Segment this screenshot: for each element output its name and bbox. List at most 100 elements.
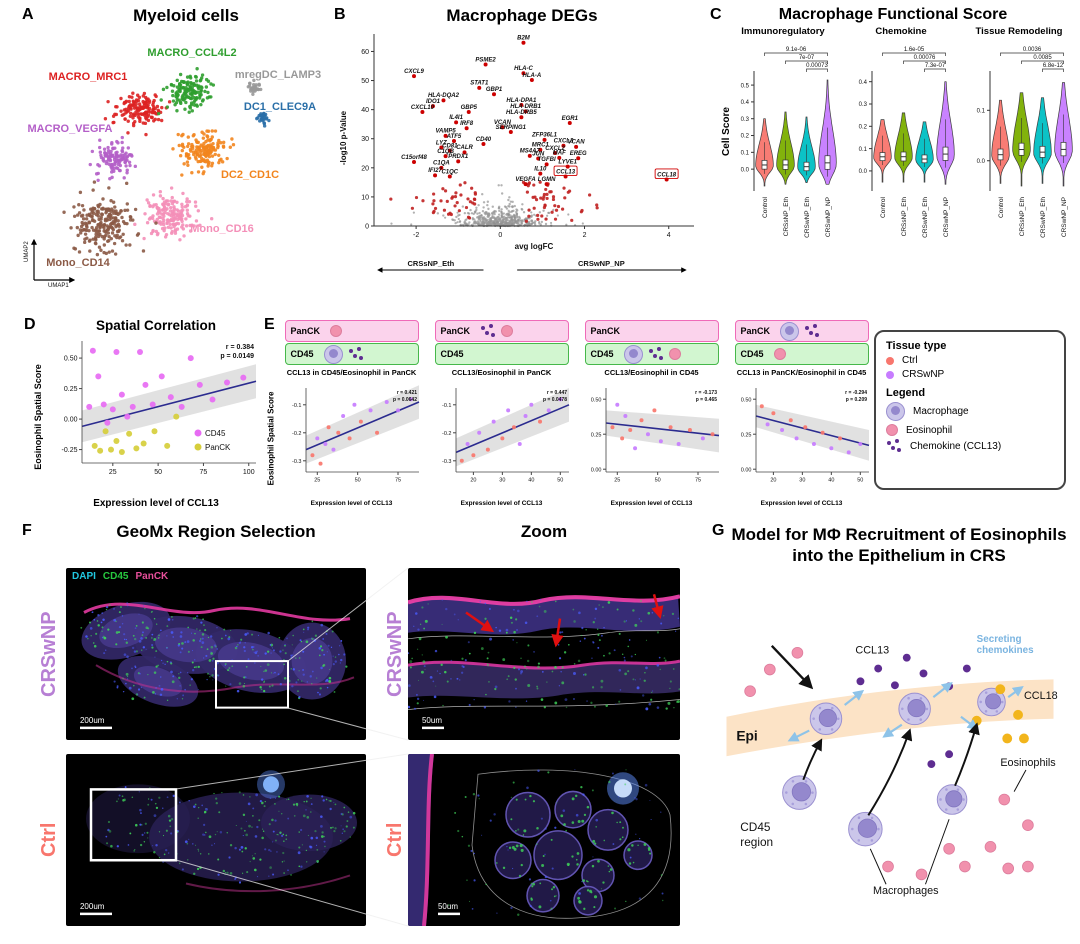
svg-text:Mono_CD14: Mono_CD14 (46, 257, 110, 269)
svg-text:HLA-DPA1: HLA-DPA1 (506, 98, 537, 104)
svg-text:DC2_CD1C: DC2_CD1C (221, 169, 279, 181)
svg-text:IL10: IL10 (534, 166, 547, 172)
svg-text:20: 20 (470, 478, 476, 484)
svg-text:C15orf48: C15orf48 (401, 155, 427, 161)
crswnp-dot (886, 370, 894, 379)
svg-text:0.0036: 0.0036 (1023, 47, 1042, 53)
svg-text:0.2: 0.2 (859, 125, 868, 131)
svg-text:r = 0.384: r = 0.384 (226, 344, 254, 351)
svg-text:MRC1: MRC1 (532, 143, 550, 149)
svg-text:CRSsNP_Eth: CRSsNP_Eth (407, 259, 454, 268)
microscopy-crswnp-overview: DAPI CD45 PanCK 200um (66, 568, 366, 740)
tissue-type-legend: Tissue type Ctrl CRSwNP Legend Macrophag… (874, 330, 1066, 490)
panck-band-label: PanCK (290, 326, 321, 336)
panel-e-letter: E (264, 316, 275, 333)
svg-text:20: 20 (361, 165, 369, 172)
svg-text:Macrophages: Macrophages (873, 885, 939, 897)
microscopy-image: 50um (408, 754, 672, 926)
svg-text:MACRO_VEGFA: MACRO_VEGFA (28, 123, 113, 135)
cd45-band-label: CD45 (590, 349, 614, 359)
row-label-ctrl: Ctrl (38, 822, 60, 858)
svg-text:GBP1: GBP1 (486, 87, 503, 93)
svg-text:PRDX1: PRDX1 (448, 154, 469, 160)
panel-d-letter: D (24, 316, 36, 333)
svg-text:LGMN: LGMN (538, 177, 556, 183)
svg-text:0: 0 (365, 224, 369, 231)
svg-text:C1QC: C1QC (441, 169, 458, 175)
row-label-ctrl-zoom: Ctrl (384, 822, 406, 858)
svg-text:CCL13: CCL13 (855, 644, 889, 656)
svg-text:0.50: 0.50 (741, 397, 752, 403)
ctrl-dot (886, 356, 894, 365)
microscopy-image: 200um (80, 601, 355, 730)
panel-e-spatial-subplots: E Eosinophil Spatial Score PanCK CD45 CC… (264, 316, 870, 518)
svg-text:B2M: B2M (517, 36, 531, 42)
svg-text:0.1: 0.1 (741, 151, 750, 157)
x-axis-label: Expression level of CCL13 (460, 500, 543, 507)
panck-band-label: PanCK (740, 326, 771, 336)
e-subplot-title: CCL13/Eosinophil in CD45 (604, 368, 699, 377)
svg-text:0.0: 0.0 (977, 159, 986, 165)
svg-text:25: 25 (314, 478, 320, 484)
svg-text:JUN: JUN (532, 151, 545, 157)
svg-text:SERPING1: SERPING1 (496, 125, 527, 131)
svg-text:10: 10 (361, 194, 369, 201)
svg-text:25: 25 (109, 469, 117, 476)
panel-d-title: Spatial Correlation (95, 318, 217, 333)
violin-title: Tissue Remodeling (975, 26, 1063, 37)
chemokine-icon (886, 439, 902, 453)
panck-band-label: PanCK (440, 326, 471, 336)
svg-text:0.00: 0.00 (64, 417, 78, 424)
svg-text:Mono_CD16: Mono_CD16 (190, 223, 254, 235)
svg-text:0.50: 0.50 (591, 397, 602, 403)
svg-text:r = 0.421: r = 0.421 (397, 390, 417, 396)
svg-text:IFI27: IFI27 (428, 168, 442, 174)
svg-text:TGFBI: TGFBI (538, 157, 556, 163)
y-axis-label: Eosinophil Spatial Score (33, 364, 43, 470)
svg-text:-2: -2 (413, 232, 419, 239)
microscopy-image: 50um (408, 593, 680, 730)
svg-text:50: 50 (557, 478, 563, 484)
svg-text:-0.1: -0.1 (442, 403, 451, 409)
cd45-band-label: CD45 (740, 349, 764, 359)
panel-c-letter: C (710, 6, 722, 23)
e-subplot-4: PanCK CD45 CCL13 in PanCK/Eosinophil in … (728, 320, 875, 507)
svg-text:r = -0.294: r = -0.294 (845, 390, 867, 396)
svg-text:VCAN: VCAN (568, 140, 586, 146)
legend-item-eosinophil: Eosinophil (886, 424, 1054, 436)
svg-text:CRSsNP_Eth: CRSsNP_Eth (783, 197, 790, 237)
x-axis-label: Expression level of CCL13 (760, 500, 843, 507)
panel-b-title: Macrophage DEGs (446, 6, 598, 25)
svg-text:200um: 200um (80, 716, 105, 725)
panel-d-spatial-correlation: D Spatial Correlation Eosinophil Spatial… (24, 316, 264, 518)
legend-item-ctrl: Ctrl (886, 355, 1054, 366)
panel-g-model: G Model for MΦ Recruitment of Eosinophil… (712, 522, 1074, 942)
svg-text:0.00073: 0.00073 (806, 63, 828, 69)
cd45-band: CD45 (584, 343, 719, 365)
svg-text:mregDC_LAMP3: mregDC_LAMP3 (235, 69, 321, 81)
svg-text:HLA-DRB1: HLA-DRB1 (510, 104, 541, 110)
svg-text:UMAP1: UMAP1 (48, 283, 69, 288)
svg-text:VAMP5: VAMP5 (435, 129, 456, 135)
svg-text:30: 30 (361, 136, 369, 143)
model-title: Model for MΦ Recruitment of Eosinophils … (731, 525, 1067, 566)
svg-text:0.3: 0.3 (741, 117, 750, 123)
svg-text:2: 2 (583, 232, 587, 239)
x-axis-label: Expression level of CCL13 (610, 500, 693, 507)
svg-text:0.0: 0.0 (859, 169, 868, 175)
violin-title: Chemokine (875, 26, 927, 37)
svg-text:-0.2: -0.2 (442, 431, 451, 437)
svg-text:-0.1: -0.1 (292, 403, 301, 409)
svg-text:CXCL9: CXCL9 (404, 69, 424, 75)
svg-text:ZFP36L1: ZFP36L1 (531, 133, 558, 139)
svg-text:CRSsNP_Eth: CRSsNP_Eth (901, 197, 908, 237)
svg-text:0.0085: 0.0085 (1033, 55, 1052, 61)
svg-text:50: 50 (655, 478, 661, 484)
panck-band: PanCK (584, 320, 719, 342)
svg-text:50um: 50um (422, 716, 442, 725)
svg-text:p = 0.465: p = 0.465 (696, 397, 717, 403)
